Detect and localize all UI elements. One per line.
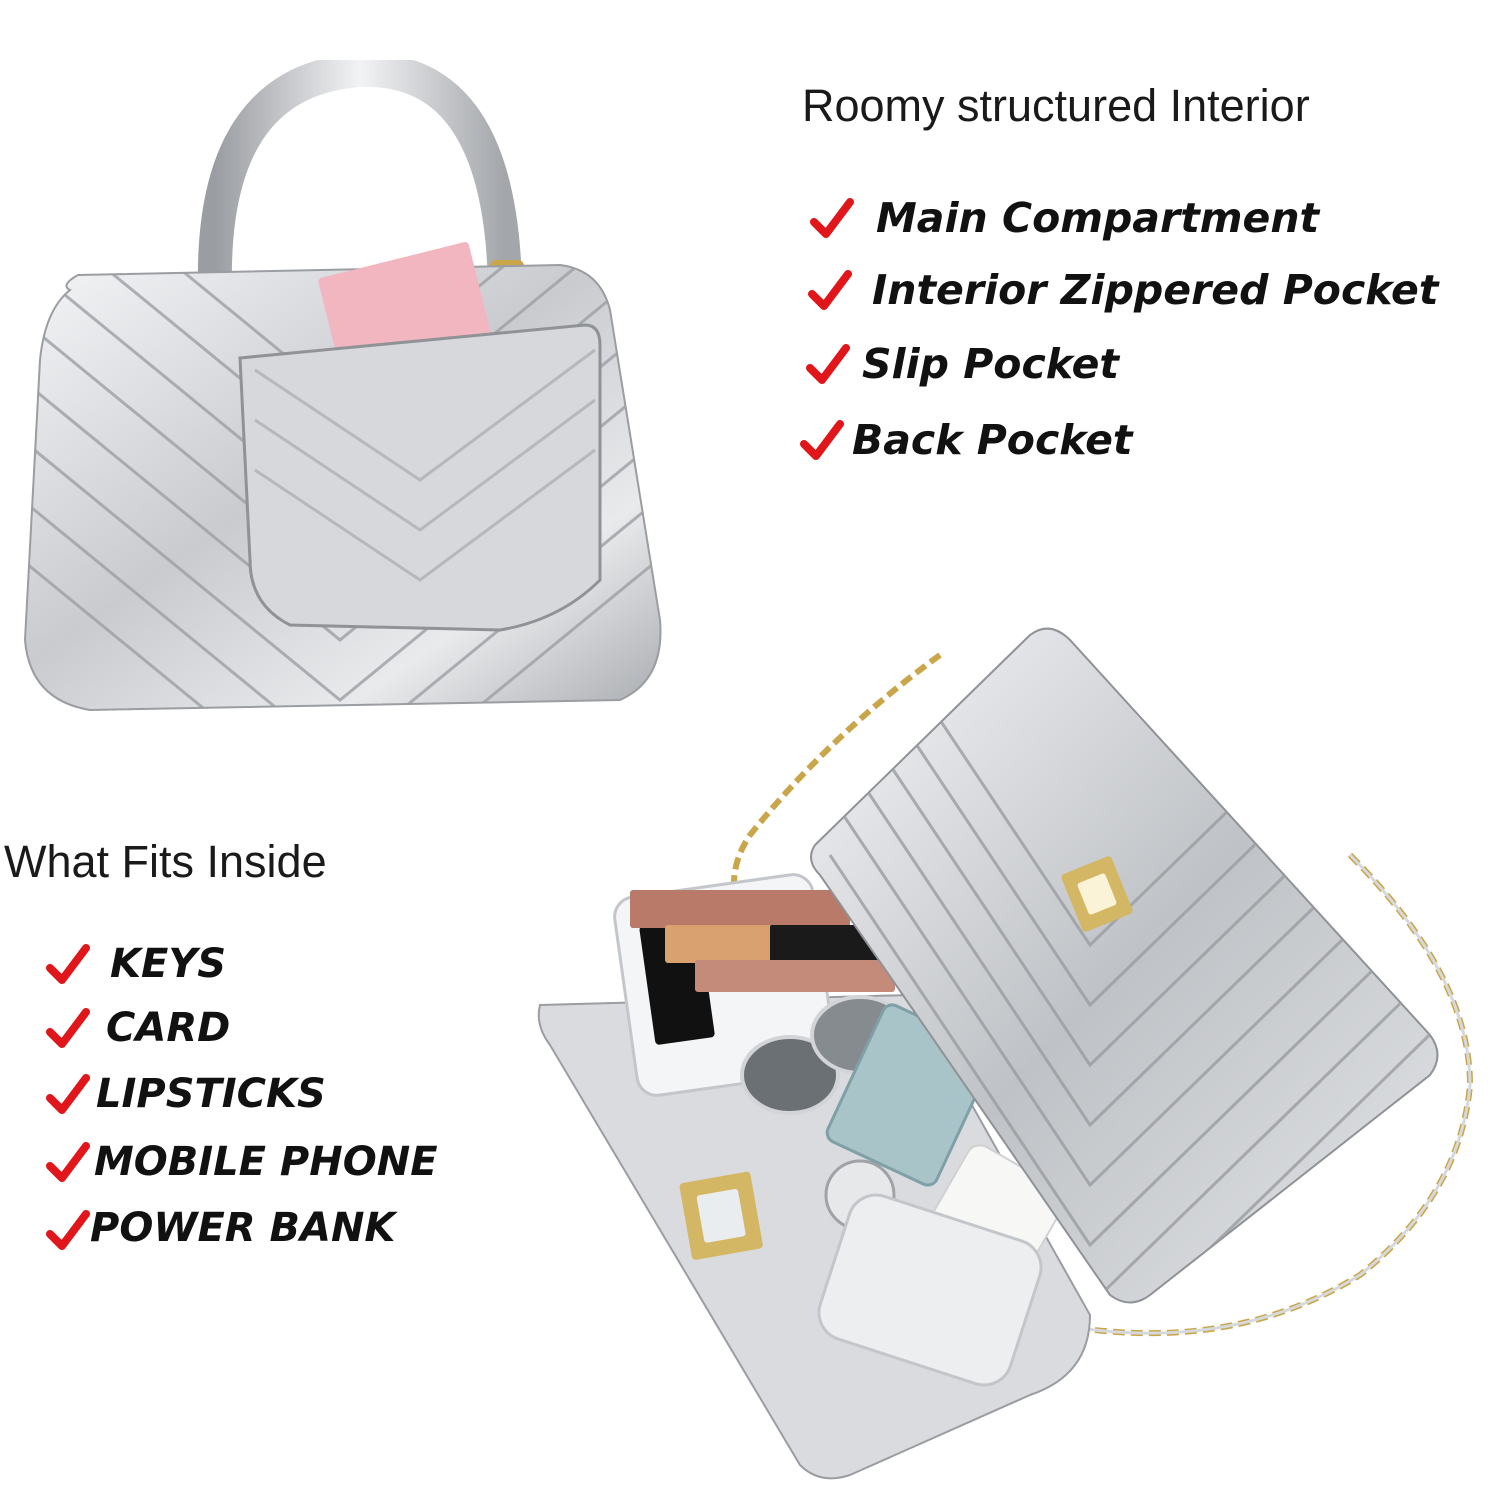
interior-item-label: Interior Zippered Pocket bbox=[872, 266, 1439, 314]
fits-item-label: CARD bbox=[106, 1005, 231, 1051]
fits-item-keys: KEYS bbox=[46, 936, 466, 992]
fits-item-label: LIPSTICKS bbox=[96, 1071, 326, 1117]
interior-heading: Roomy structured Interior bbox=[802, 80, 1310, 131]
fits-item-card: CARD bbox=[46, 1000, 466, 1056]
fits-item-label: POWER BANK bbox=[90, 1205, 396, 1251]
interior-item-back-pocket: Back Pocket bbox=[800, 412, 1400, 468]
fits-item-label: KEYS bbox=[110, 941, 227, 987]
interior-item-zippered-pocket: Interior Zippered Pocket bbox=[808, 262, 1448, 318]
interior-item-slip-pocket: Slip Pocket bbox=[806, 336, 1406, 392]
checkmark-icon bbox=[46, 1074, 90, 1118]
fits-item-lipsticks: LIPSTICKS bbox=[46, 1066, 466, 1122]
fits-item-mobile-phone: MOBILE PHONE bbox=[46, 1134, 476, 1190]
fits-item-power-bank: POWER BANK bbox=[46, 1200, 466, 1256]
checkmark-icon bbox=[46, 944, 90, 988]
interior-item-main-compartment: Main Compartment bbox=[810, 190, 1410, 246]
checkmark-icon bbox=[46, 1142, 90, 1186]
checkmark-icon bbox=[46, 1008, 90, 1052]
fits-item-label: MOBILE PHONE bbox=[94, 1139, 438, 1185]
handbag-photo-open bbox=[530, 615, 1500, 1485]
interior-item-label: Back Pocket bbox=[852, 416, 1133, 464]
handbag-photo-front bbox=[0, 60, 760, 760]
checkmark-icon bbox=[46, 1210, 90, 1254]
checkmark-icon bbox=[806, 344, 850, 388]
checkmark-icon bbox=[808, 270, 852, 314]
interior-item-label: Slip Pocket bbox=[862, 340, 1119, 388]
fits-heading: What Fits Inside bbox=[4, 836, 327, 887]
checkmark-icon bbox=[800, 420, 844, 464]
interior-item-label: Main Compartment bbox=[876, 194, 1320, 242]
checkmark-icon bbox=[810, 198, 854, 242]
